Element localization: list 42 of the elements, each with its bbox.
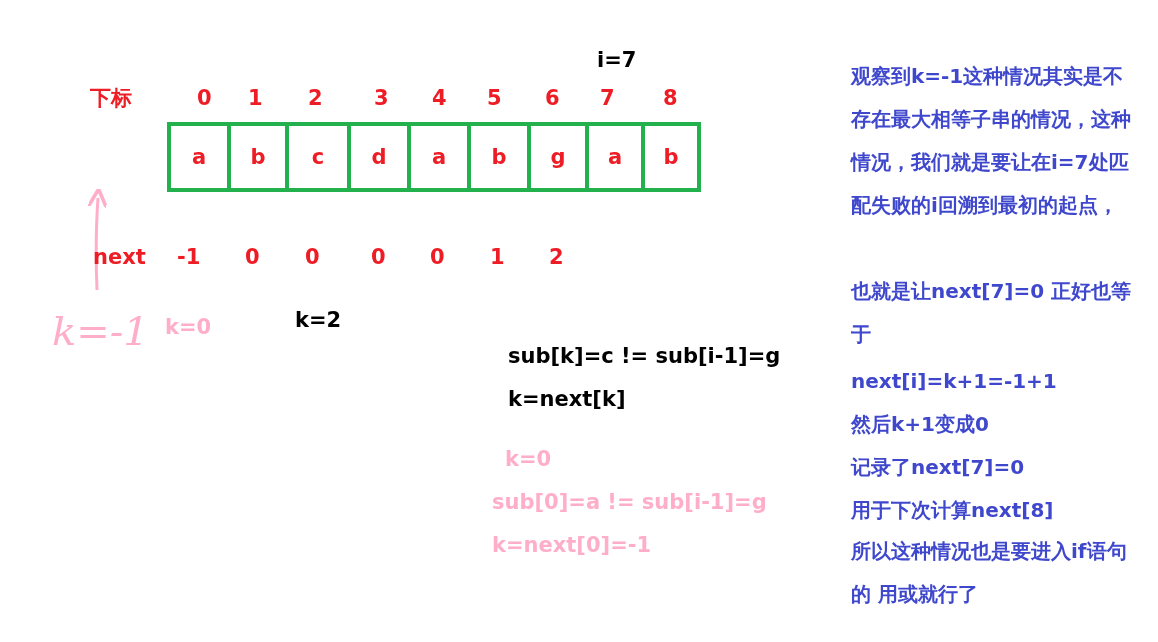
code-line: k=next[0]=-1 (492, 532, 652, 558)
cell-letter: a (431, 145, 447, 169)
explanation-text: next[i]=k+1=-1+1 (851, 368, 1058, 395)
cell-letter: g (550, 145, 566, 169)
code-line: sub[k]=c != sub[i-1]=g (508, 343, 781, 369)
next-value: 0 (371, 244, 386, 270)
index-number: 7 (600, 85, 615, 111)
cell-letter: b (250, 145, 266, 169)
handwritten-note: k=-1 (52, 307, 149, 356)
explanation-text: 然后k+1变成0 (851, 411, 990, 438)
index-number: 6 (545, 85, 560, 111)
cell-letter: d (371, 145, 387, 169)
explanation-text: 所以这种情况也是要进入if语句的 用或就行了 (851, 538, 1128, 608)
cell-letter: b (491, 145, 507, 169)
explanation-text: 用于下次计算next[8] (851, 497, 1055, 524)
index-number: 5 (487, 85, 502, 111)
variable-label: i=7 (597, 47, 637, 73)
cell-letter: b (663, 145, 679, 169)
next-value: 0 (245, 244, 260, 270)
next-value: 2 (549, 244, 564, 270)
code-line: sub[0]=a != sub[i-1]=g (492, 489, 767, 515)
next-value: 0 (430, 244, 445, 270)
cell-letter: a (607, 145, 623, 169)
next-value: 1 (490, 244, 505, 270)
explanation-text: 记录了next[7]=0 (851, 454, 1026, 481)
index-number: 8 (663, 85, 678, 111)
code-line: k=0 (505, 446, 552, 472)
index-number: 1 (248, 85, 263, 111)
cell-letter: c (311, 145, 325, 169)
index-number: 2 (308, 85, 323, 111)
next-value: -1 (177, 244, 201, 270)
index-number: 4 (432, 85, 447, 111)
code-line: k=next[k] (508, 386, 626, 412)
index-number: 0 (197, 85, 212, 111)
row-label: next (93, 244, 146, 270)
next-value: 0 (305, 244, 320, 270)
explanation-text: 观察到k=-1这种情况其实是不存在最大相等子串的情况，这种情况，我们就是要让在i=7处匹配失败的i回溯到最初的起点， (851, 63, 1132, 219)
cell-letter: a (191, 145, 207, 169)
variable-label: k=2 (295, 307, 342, 333)
variable-label: k=0 (165, 314, 212, 340)
row-label: 下标 (90, 85, 132, 111)
index-number: 3 (374, 85, 389, 111)
